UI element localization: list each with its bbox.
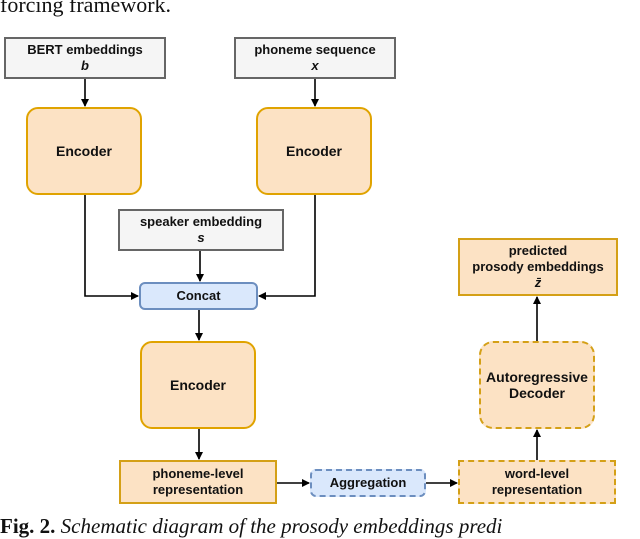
predicted-prosody-box: predicted prosody embeddings z̄ bbox=[458, 238, 618, 296]
encoder-right-label: Encoder bbox=[285, 143, 342, 159]
phoneme-level-line2: representation bbox=[152, 482, 244, 497]
arrow-encoder-left-to-concat bbox=[84, 195, 139, 300]
phoneme-sequence-var: x bbox=[311, 58, 319, 73]
autoregressive-decoder: Autoregressive Decoder bbox=[479, 341, 595, 429]
phoneme-level-line1: phoneme-level bbox=[152, 466, 244, 481]
encoder-right: Encoder bbox=[256, 107, 372, 195]
caption-text: Schematic diagram of the prosody embeddi… bbox=[60, 514, 503, 538]
aggregation-label: Aggregation bbox=[329, 475, 407, 490]
decoder-line1: Autoregressive bbox=[486, 369, 588, 385]
encoder-bottom: Encoder bbox=[140, 341, 256, 429]
concat-box: Concat bbox=[139, 282, 258, 310]
encoder-left: Encoder bbox=[26, 107, 142, 195]
encoder-left-label: Encoder bbox=[55, 143, 112, 159]
word-level-box: word-level representation bbox=[458, 460, 616, 504]
decoder-line2: Decoder bbox=[508, 385, 566, 401]
speaker-embedding-box: speaker embedding s bbox=[118, 209, 284, 251]
bert-embeddings-box: BERT embeddings b bbox=[4, 37, 166, 79]
header-text: forcing framework. bbox=[0, 0, 172, 17]
predicted-line1: predicted bbox=[508, 243, 568, 258]
bert-embeddings-var: b bbox=[81, 58, 89, 73]
predicted-line2: prosody embeddings bbox=[472, 259, 604, 274]
word-level-line2: representation bbox=[491, 482, 583, 497]
aggregation-box: Aggregation bbox=[310, 469, 426, 497]
phoneme-level-box: phoneme-level representation bbox=[119, 460, 277, 504]
phoneme-sequence-label: phoneme sequence bbox=[254, 42, 376, 57]
encoder-bottom-label: Encoder bbox=[169, 377, 226, 393]
bert-embeddings-label: BERT embeddings bbox=[27, 42, 143, 57]
arrow-encoder-right-to-concat bbox=[258, 195, 316, 300]
concat-label: Concat bbox=[176, 288, 221, 303]
predicted-var: z̄ bbox=[534, 275, 542, 290]
figure-caption: Fig. 2. Schematic diagram of the prosody… bbox=[0, 514, 502, 539]
caption-fig-label: Fig. 2. bbox=[0, 514, 56, 538]
speaker-embedding-label: speaker embedding bbox=[139, 214, 263, 229]
phoneme-sequence-box: phoneme sequence x bbox=[234, 37, 396, 79]
speaker-embedding-var: s bbox=[197, 230, 205, 245]
word-level-line1: word-level bbox=[504, 466, 570, 481]
